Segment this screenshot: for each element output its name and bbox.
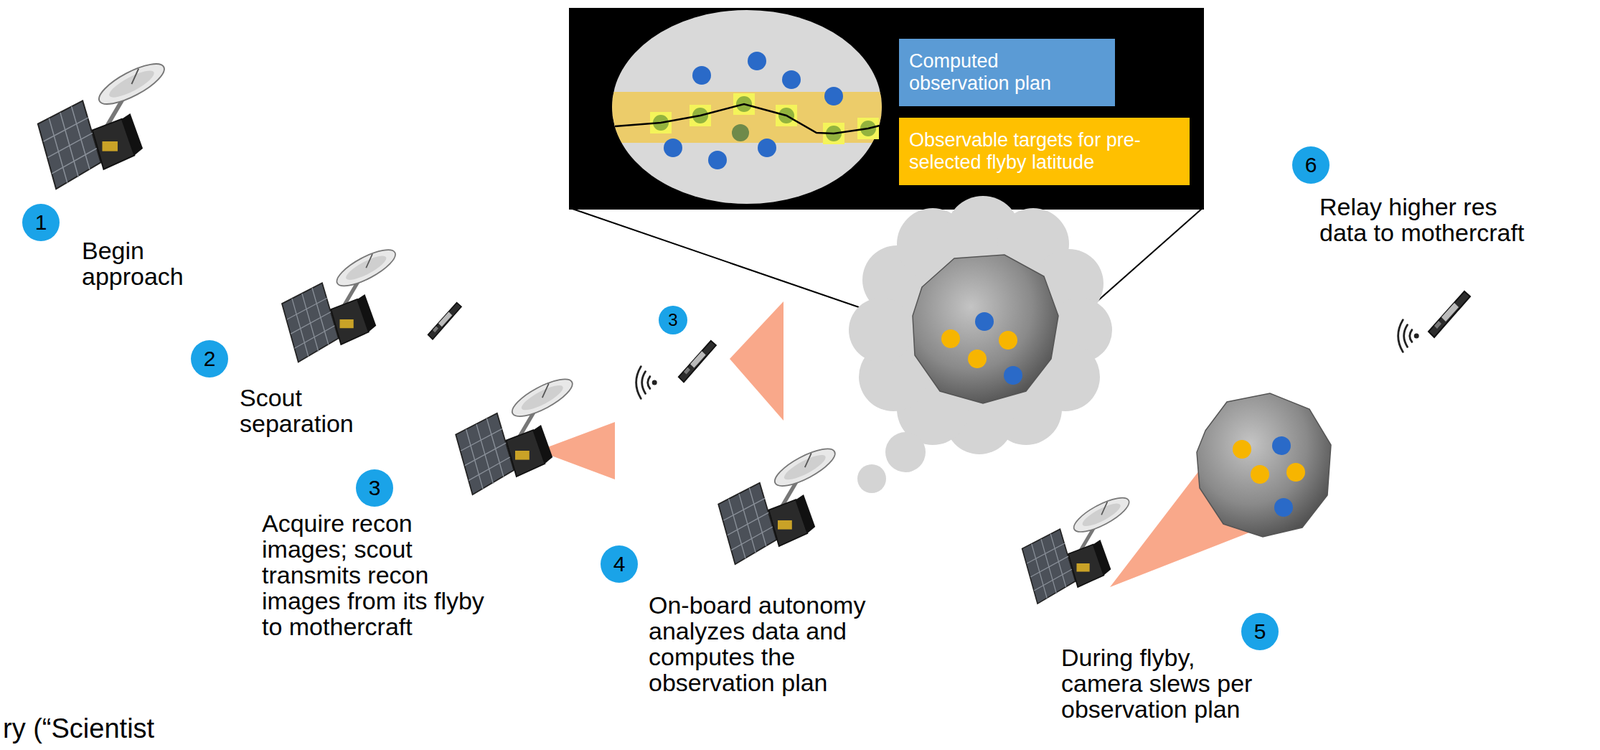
inset-panel xyxy=(568,7,1204,210)
asteroid xyxy=(912,254,1059,404)
leader-line xyxy=(570,208,884,316)
step-description: During flyby, camera slews per observati… xyxy=(1061,644,1270,722)
asteroid xyxy=(1196,393,1331,537)
radio-symbol xyxy=(1398,320,1420,353)
callout-circle: 1Begin approach xyxy=(22,203,60,242)
asteroid-targets xyxy=(1232,436,1306,517)
inset-background xyxy=(568,7,1204,210)
mothercraft xyxy=(455,372,577,495)
callout-circle: 4On-board autonomy analyzes data and com… xyxy=(600,545,638,583)
scout xyxy=(678,340,717,383)
mothercraft xyxy=(38,56,170,190)
callout-number: 4 xyxy=(613,553,626,575)
flyby-path xyxy=(614,104,880,134)
scout xyxy=(1428,291,1471,338)
legend-swatch: Computed observation plan xyxy=(899,38,1115,107)
step-description: On-board autonomy analyzes data and comp… xyxy=(648,591,879,696)
asteroid-targets xyxy=(941,312,1023,385)
step-description: Relay higher res data to mothercraft xyxy=(1319,193,1535,246)
thought-cloud xyxy=(848,195,1113,493)
caption-fragment: ry (“Scientist xyxy=(2,713,155,745)
legend-text: Computed observation plan xyxy=(909,50,1075,95)
callout-circle: 3 xyxy=(658,305,688,335)
callout-circle: 3Acquire recon images; scout transmits r… xyxy=(355,469,394,507)
callout-circle: 6Relay higher res data to mothercraft xyxy=(1292,146,1330,184)
callout-number: 6 xyxy=(1305,154,1318,176)
callout-circle: 5During flyby, camera slews per observat… xyxy=(1241,612,1279,651)
callout-number: 5 xyxy=(1254,620,1267,643)
step-description: Scout separation xyxy=(239,384,376,437)
mothercraft xyxy=(1022,491,1134,604)
radio-symbol xyxy=(636,366,658,399)
callout-circle: 2Scout separation xyxy=(190,340,229,378)
callout-number: 3 xyxy=(368,477,381,499)
mothercraft xyxy=(718,441,840,564)
plan-dots xyxy=(663,51,844,170)
mothercraft xyxy=(281,243,400,363)
legend-text: Observable targets for pre-selected flyb… xyxy=(909,129,1175,174)
scout xyxy=(428,302,462,340)
latitude-band xyxy=(602,91,890,143)
legend-swatch: Observable targets for pre-selected flyb… xyxy=(899,117,1190,186)
callout-number: 2 xyxy=(203,347,216,370)
step-description: Acquire recon images; scout transmits re… xyxy=(261,510,492,640)
callout-number: 1 xyxy=(35,211,48,234)
step-description: Begin approach xyxy=(81,237,204,290)
callout-number: 3 xyxy=(667,311,678,329)
camera-cone xyxy=(729,301,784,421)
